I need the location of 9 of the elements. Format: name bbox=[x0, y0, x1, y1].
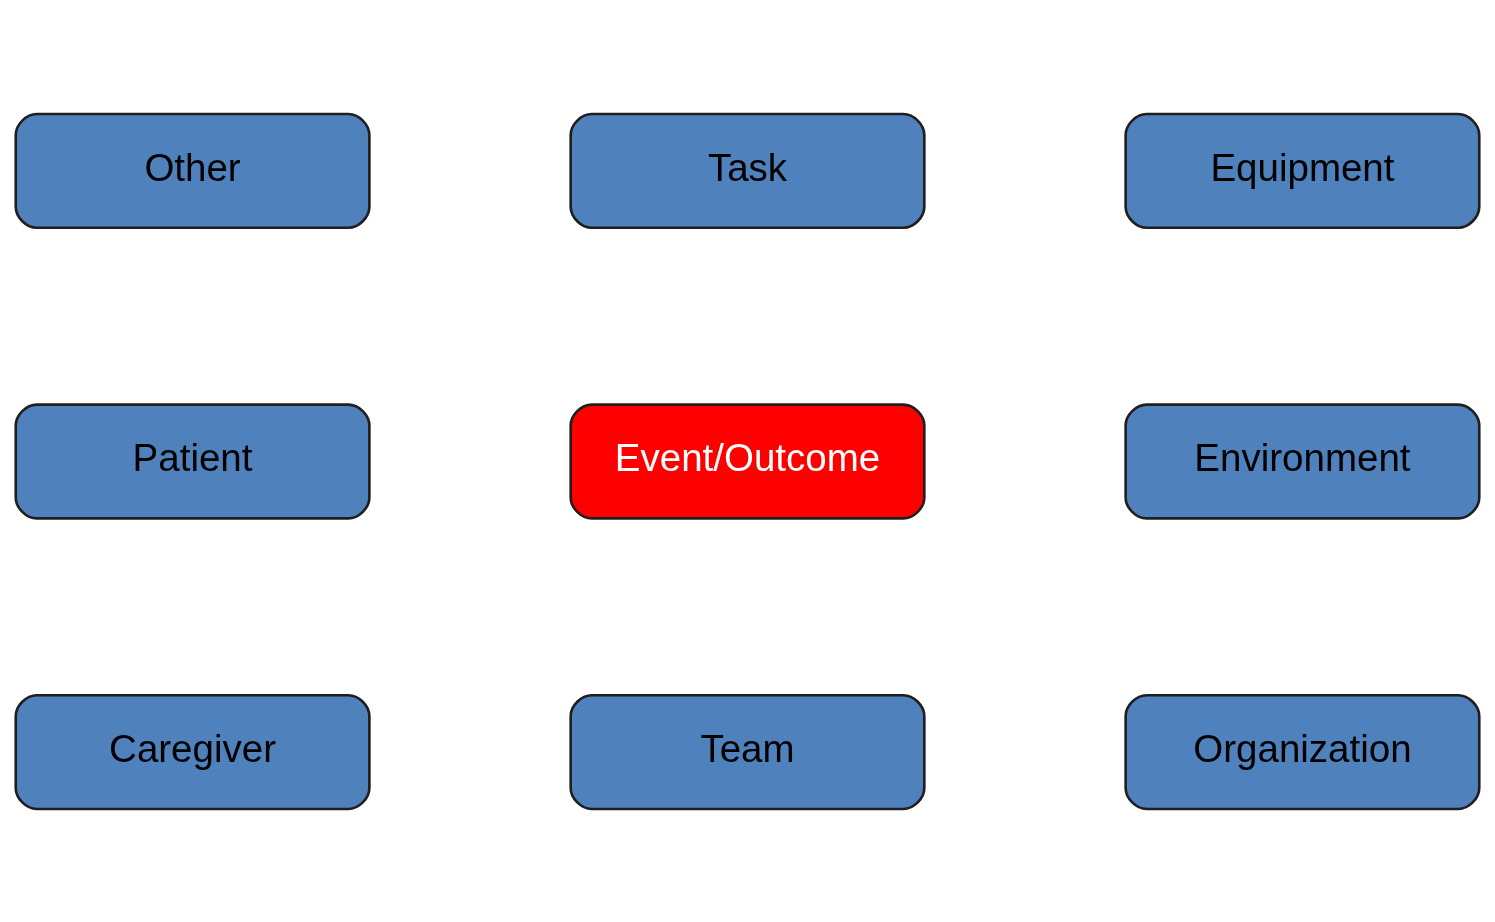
node-box: Team bbox=[569, 693, 926, 810]
node-box: Equipment bbox=[1124, 112, 1481, 229]
node-box: Task bbox=[569, 112, 926, 229]
node-box: Environment bbox=[1124, 402, 1481, 520]
node-box: Patient bbox=[14, 402, 371, 520]
node-box: Organization bbox=[1124, 693, 1481, 810]
node-box: Caregiver bbox=[14, 693, 371, 810]
node-box: Other bbox=[14, 112, 371, 229]
node-box: Event/Outcome bbox=[569, 402, 926, 520]
